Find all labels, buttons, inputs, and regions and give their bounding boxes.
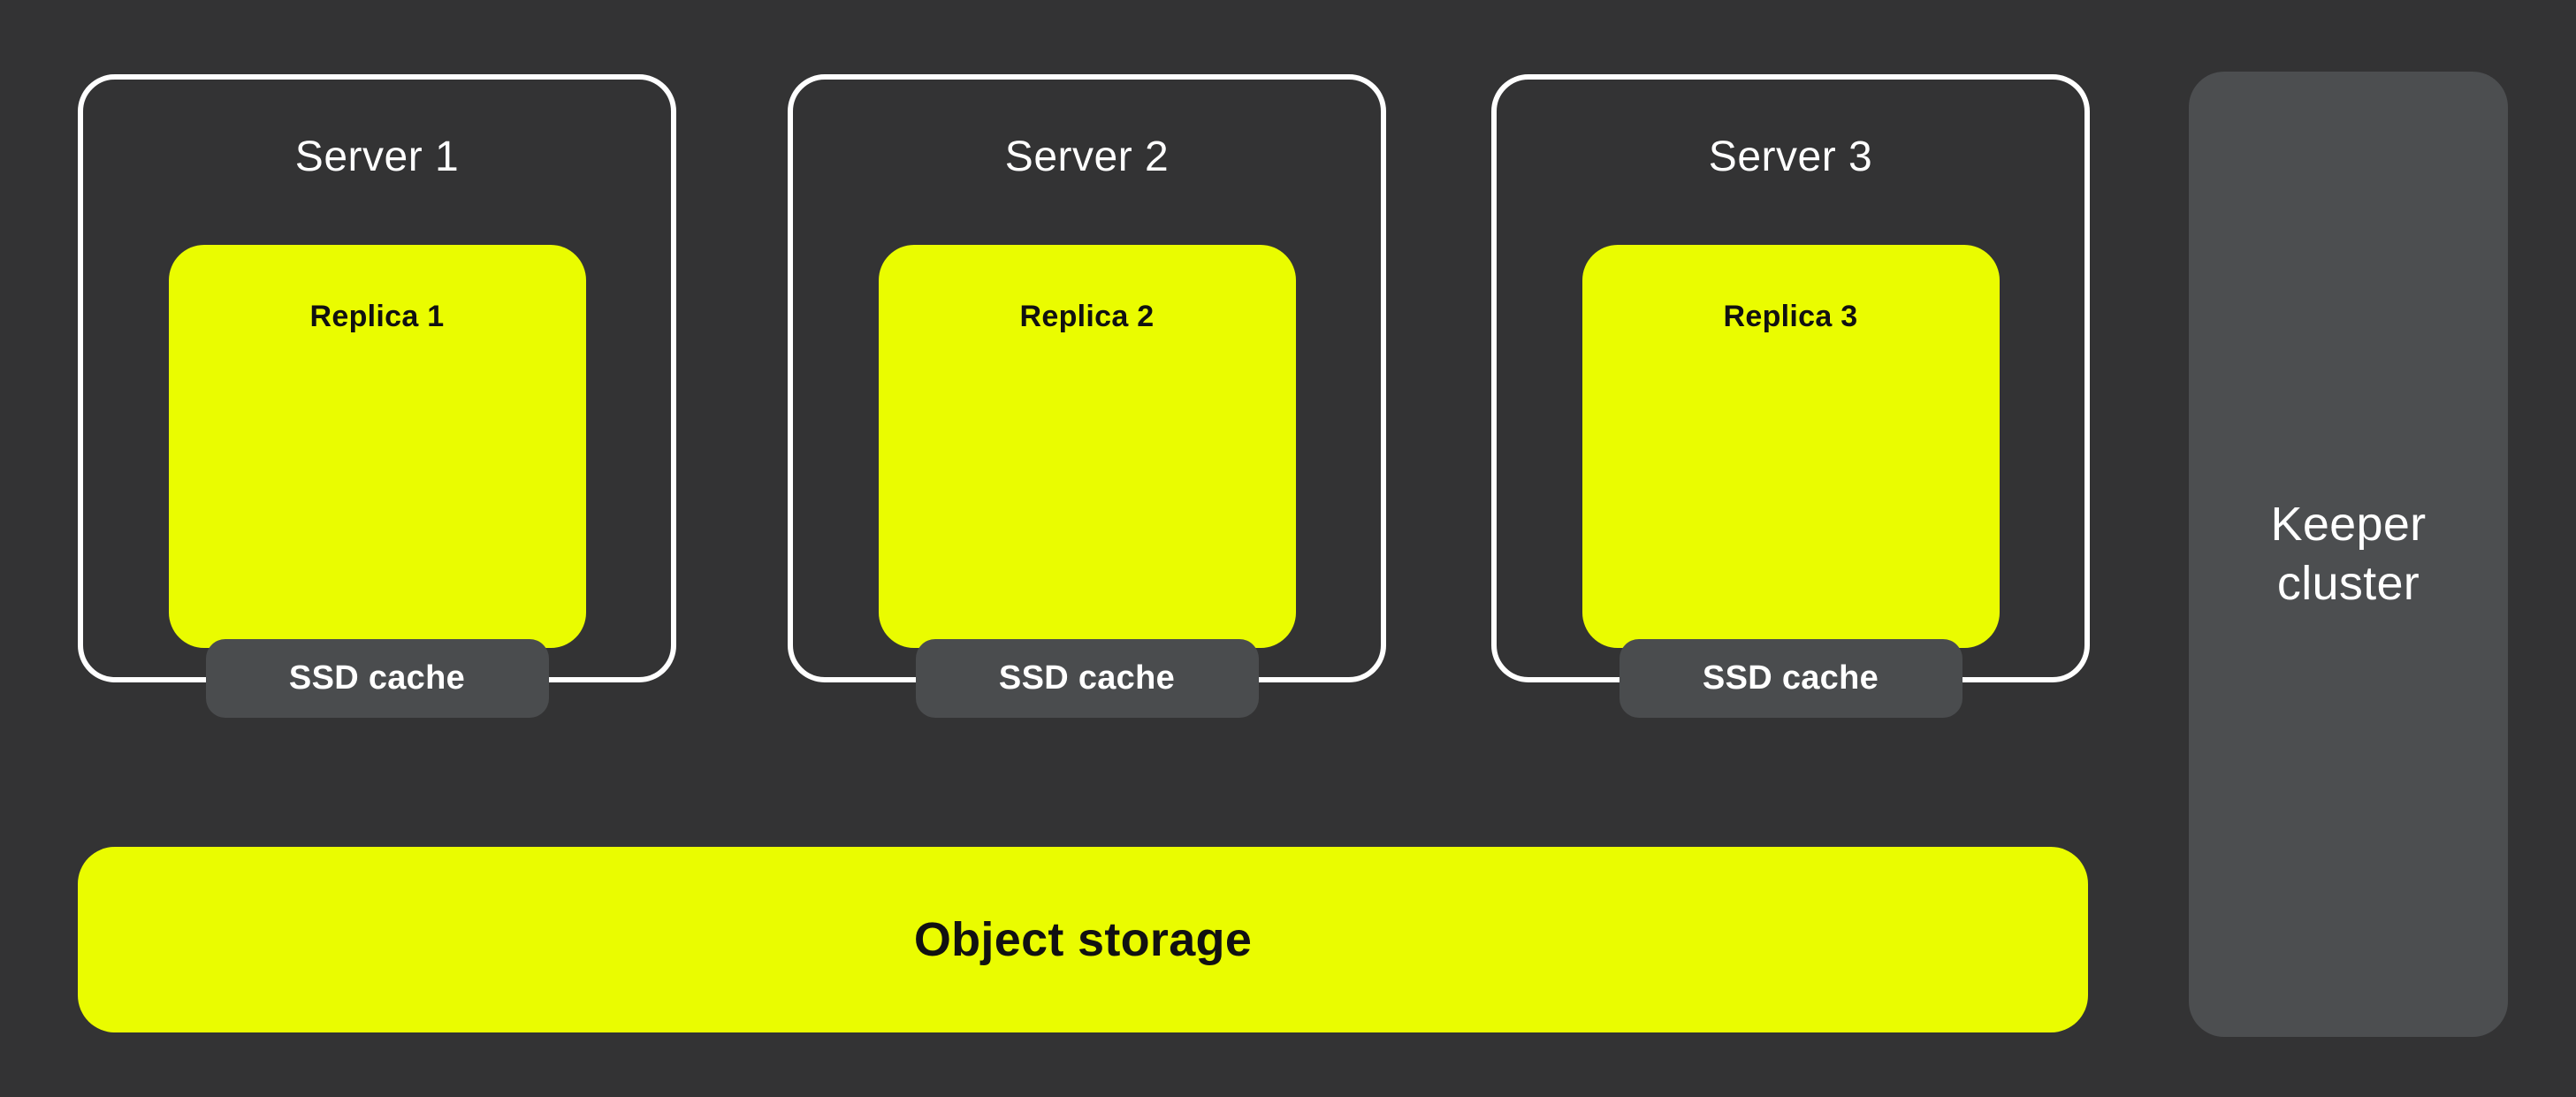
object-storage-bar: Object storage bbox=[78, 847, 2088, 1032]
server-3-ssd-cache-badge: SSD cache bbox=[1619, 639, 1962, 718]
server-1-box: Server 1 Replica 1 SSD cache bbox=[78, 74, 676, 718]
server-1-ssd-cache-label: SSD cache bbox=[288, 659, 466, 697]
replica-3-label: Replica 3 bbox=[1723, 300, 1858, 333]
server-1-title: Server 1 bbox=[294, 133, 460, 180]
keeper-cluster-label: Keeper cluster bbox=[2270, 498, 2427, 610]
server-3-title: Server 3 bbox=[1708, 133, 1873, 180]
server-3-ssd-cache-label: SSD cache bbox=[1702, 659, 1879, 697]
replica-2-label: Replica 2 bbox=[1019, 300, 1155, 333]
object-storage-label: Object storage bbox=[913, 913, 1253, 966]
server-2-ssd-cache-badge: SSD cache bbox=[915, 639, 1259, 718]
server-3-box: Server 3 Replica 3 SSD cache bbox=[1491, 74, 2090, 718]
keeper-cluster-box: Keeper cluster bbox=[2189, 72, 2508, 1037]
replica-2-card: Replica 2 bbox=[878, 245, 1296, 648]
server-2-title: Server 2 bbox=[1004, 133, 1170, 180]
replica-1-card: Replica 1 bbox=[168, 245, 586, 648]
replica-1-label: Replica 1 bbox=[309, 300, 445, 333]
server-1-ssd-cache-badge: SSD cache bbox=[205, 639, 549, 718]
replica-3-card: Replica 3 bbox=[1581, 245, 2000, 648]
server-2-ssd-cache-label: SSD cache bbox=[998, 659, 1176, 697]
server-2-box: Server 2 Replica 2 SSD cache bbox=[788, 74, 1386, 718]
